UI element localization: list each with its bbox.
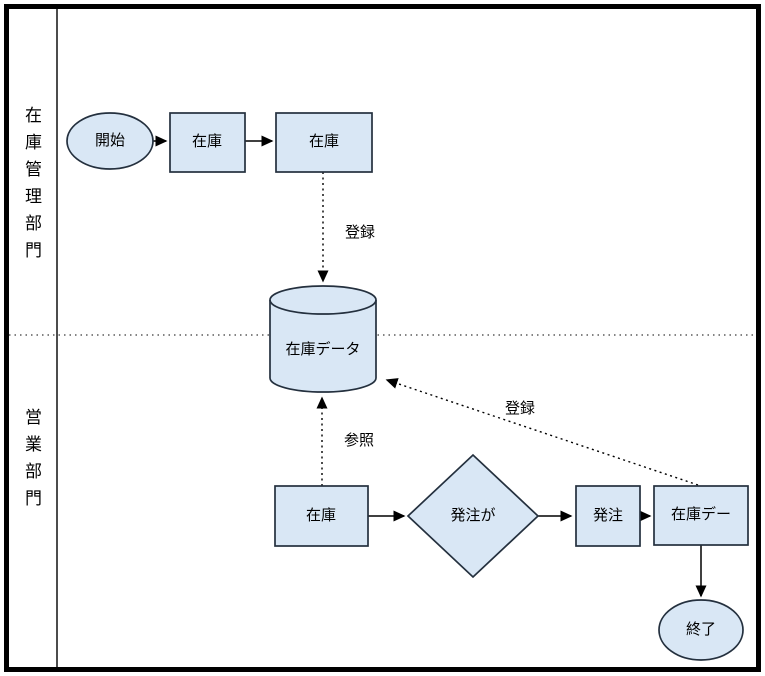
check1-box — [169, 112, 246, 173]
check2-label: 在庫 — [308, 133, 340, 150]
order-box — [575, 485, 641, 547]
end-ellipse — [658, 599, 744, 661]
datastore-label: 在庫データ — [285, 341, 361, 358]
edge-register-update-to-datastore — [385, 378, 699, 486]
check1-label: 在庫 — [191, 133, 223, 150]
lane-label-inventory-dept: 在庫管理部門 — [22, 106, 41, 268]
update-box — [653, 485, 749, 546]
update-label: 在庫デー — [670, 506, 732, 523]
lane-label-sales-dept: 営業部門 — [22, 408, 41, 516]
stock-box — [274, 485, 369, 547]
edge-label-register-right: 登録 — [504, 400, 536, 417]
order-label: 発注 — [592, 507, 624, 524]
start-ellipse — [66, 112, 154, 170]
edge-label-register-top: 登録 — [344, 224, 376, 241]
start-label: 開始 — [94, 132, 126, 149]
edge-label-reference: 参照 — [343, 432, 375, 449]
datastore-cylinder-rim — [269, 299, 377, 315]
outer-border — [4, 4, 761, 672]
stock-label: 在庫 — [305, 507, 337, 524]
datastore-cylinder — [269, 285, 377, 393]
decision-diamond — [406, 453, 540, 579]
check2-box — [275, 112, 373, 173]
end-label: 終了 — [685, 621, 717, 638]
decision-label: 発注が — [450, 507, 496, 524]
